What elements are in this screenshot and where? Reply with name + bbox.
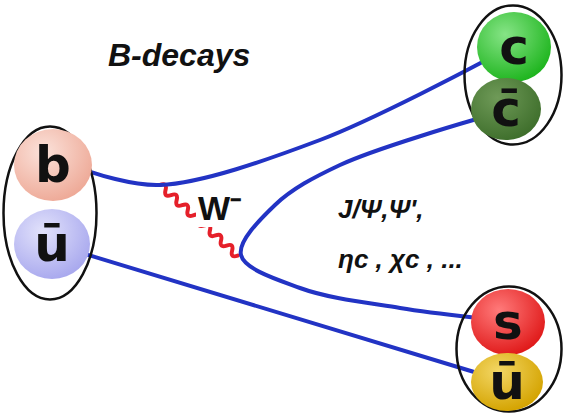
meson-outline: bū xyxy=(2,125,98,301)
meson-outline: sū xyxy=(455,285,563,413)
quark-letter: b xyxy=(35,140,71,190)
meson-ellipse-outline xyxy=(4,127,97,300)
meson-outline: c c̄ xyxy=(463,4,563,146)
meson-ellipse-outline xyxy=(457,287,562,412)
quark-circle: b xyxy=(14,129,92,201)
quark-ball-fill xyxy=(471,78,541,140)
quark-circle: c̄ xyxy=(471,78,541,140)
quark-ball-fill xyxy=(14,129,92,201)
quark-circle: s xyxy=(471,289,545,355)
diagram-title: B-decays xyxy=(108,38,250,73)
quark-letter: ū xyxy=(489,357,525,407)
quark-letter: c xyxy=(499,22,529,72)
quark-line xyxy=(91,63,481,185)
boson-label: W⁻ xyxy=(196,190,243,227)
meson-label: ηc , χc , ... xyxy=(336,245,465,274)
quark-circle: c xyxy=(477,12,551,82)
quark-letter: ū xyxy=(34,219,70,269)
meson-label: J/Ψ,Ψ', xyxy=(336,195,425,224)
quark-circle: ū xyxy=(14,209,90,279)
quark-circle: ū xyxy=(471,353,543,411)
quark-letter: c̄ xyxy=(491,84,521,134)
quark-letter: s xyxy=(493,297,523,347)
quark-ball-fill xyxy=(14,209,90,279)
quark-ball-fill xyxy=(471,353,543,411)
quark-line xyxy=(241,120,474,317)
meson-ellipse-outline xyxy=(465,6,562,145)
quark-ball-fill xyxy=(477,12,551,82)
quark-ball-fill xyxy=(471,289,545,355)
